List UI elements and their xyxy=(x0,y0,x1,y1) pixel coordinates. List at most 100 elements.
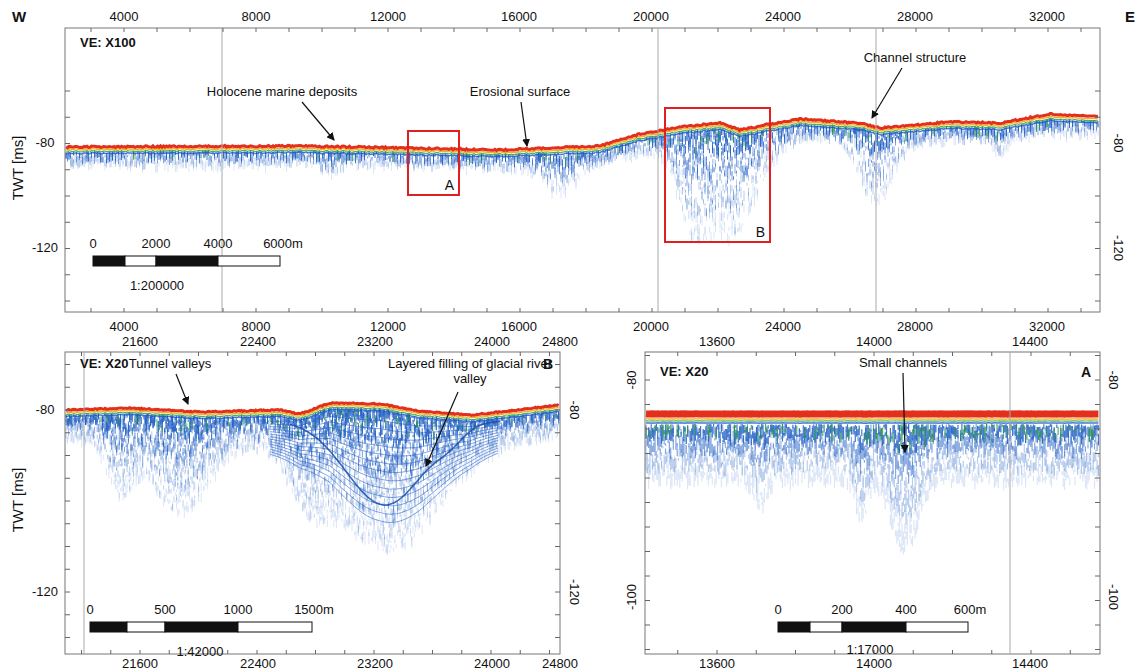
leader-arrow xyxy=(426,392,458,466)
axis-tick: 32000 xyxy=(1029,320,1065,335)
tick-mark xyxy=(991,650,992,654)
scale-bar xyxy=(165,622,238,632)
scale-value: 1500m xyxy=(294,603,334,618)
scale-bar xyxy=(842,622,906,632)
tick-mark xyxy=(717,352,718,356)
scale-bar xyxy=(90,622,127,632)
tick-mark xyxy=(65,364,70,365)
tick-mark xyxy=(1095,600,1100,601)
axis-tick: -80 xyxy=(36,136,55,151)
axis-tick: 23200 xyxy=(357,335,393,350)
tick-mark xyxy=(756,352,757,356)
exaggeration-label: VE: X20 xyxy=(660,365,708,380)
tick-mark xyxy=(1070,650,1071,654)
tick-mark xyxy=(421,28,422,32)
tick-mark xyxy=(374,650,375,654)
tick-mark xyxy=(1095,117,1100,118)
tick-mark xyxy=(645,404,650,405)
axis-title: TWT [ms] xyxy=(9,136,26,201)
axis-tick: 12000 xyxy=(370,320,406,335)
tick-mark xyxy=(1095,404,1100,405)
tick-mark xyxy=(883,28,884,32)
scale-bar xyxy=(906,622,968,632)
axis-tick: -120 xyxy=(32,585,58,600)
tick-mark xyxy=(1095,429,1100,430)
tick-mark xyxy=(916,28,917,32)
tick-mark xyxy=(322,28,323,32)
tick-mark xyxy=(1015,28,1016,32)
tick-mark xyxy=(169,650,170,654)
panel-frame xyxy=(645,352,1100,654)
tick-mark xyxy=(65,143,70,144)
tick-mark xyxy=(91,308,92,312)
tick-mark xyxy=(619,28,620,32)
region-box: B xyxy=(664,107,771,243)
axis-tick: -120 xyxy=(1111,235,1126,261)
tick-mark xyxy=(256,28,257,32)
panel-frame xyxy=(65,352,560,654)
scale-bar xyxy=(127,622,165,632)
tick-mark xyxy=(949,28,950,32)
tick-mark xyxy=(817,28,818,32)
scale-value: 200 xyxy=(831,603,853,618)
tick-mark xyxy=(487,28,488,32)
scale-bar xyxy=(810,622,842,632)
axis-tick: -120 xyxy=(567,579,582,605)
grid-line xyxy=(658,28,659,312)
axis-tick: 24000 xyxy=(765,10,801,25)
axis-tick: 23200 xyxy=(357,657,393,671)
tick-mark xyxy=(549,352,550,356)
tick-mark xyxy=(286,650,287,654)
annotation: Holocene marine deposits xyxy=(207,85,357,100)
axis-tick: 4000 xyxy=(110,10,139,25)
grid-line xyxy=(222,28,223,312)
tick-mark xyxy=(991,352,992,356)
tick-mark xyxy=(549,650,550,654)
leader-arrow xyxy=(302,102,334,140)
axis-tick: 14400 xyxy=(1012,335,1048,350)
tick-mark xyxy=(491,650,492,654)
tick-mark xyxy=(1095,355,1100,356)
direction-label: E xyxy=(1125,8,1135,25)
seismic-trace xyxy=(66,403,559,416)
box-letter: B xyxy=(754,225,767,240)
tick-mark xyxy=(487,308,488,312)
tick-mark xyxy=(140,650,141,654)
tick-mark xyxy=(461,352,462,356)
tick-mark xyxy=(520,28,521,32)
axis-tick: -80 xyxy=(1111,134,1126,153)
tick-mark xyxy=(555,455,560,456)
tick-mark xyxy=(916,308,917,312)
axis-tick: 22400 xyxy=(240,335,276,350)
tick-mark xyxy=(157,28,158,32)
tick-mark xyxy=(403,650,404,654)
tick-mark xyxy=(555,410,560,411)
tick-mark xyxy=(65,523,70,524)
tick-mark xyxy=(645,355,650,356)
axis-tick: -80 xyxy=(1106,371,1121,390)
tick-mark xyxy=(65,274,70,275)
tick-mark xyxy=(65,637,70,638)
tick-mark xyxy=(355,28,356,32)
tick-mark xyxy=(110,352,111,356)
tick-mark xyxy=(140,352,141,356)
annotation: Channel structure xyxy=(864,51,967,66)
tick-mark xyxy=(1095,576,1100,577)
tick-mark xyxy=(1095,143,1100,144)
tick-mark xyxy=(227,352,228,356)
tick-mark xyxy=(344,650,345,654)
tick-mark xyxy=(355,308,356,312)
grid-line xyxy=(876,28,877,312)
tick-mark xyxy=(555,501,560,502)
tick-mark xyxy=(795,352,796,356)
tick-mark xyxy=(784,28,785,32)
axis-tick: 21600 xyxy=(122,657,158,671)
tick-mark xyxy=(223,308,224,312)
axis-tick: -120 xyxy=(32,241,58,256)
seismic-trace xyxy=(646,410,1098,417)
tick-mark xyxy=(520,650,521,654)
tick-mark xyxy=(1095,649,1100,650)
seismic-trace xyxy=(646,422,1098,424)
tick-mark xyxy=(555,364,560,365)
tick-mark xyxy=(65,432,70,433)
